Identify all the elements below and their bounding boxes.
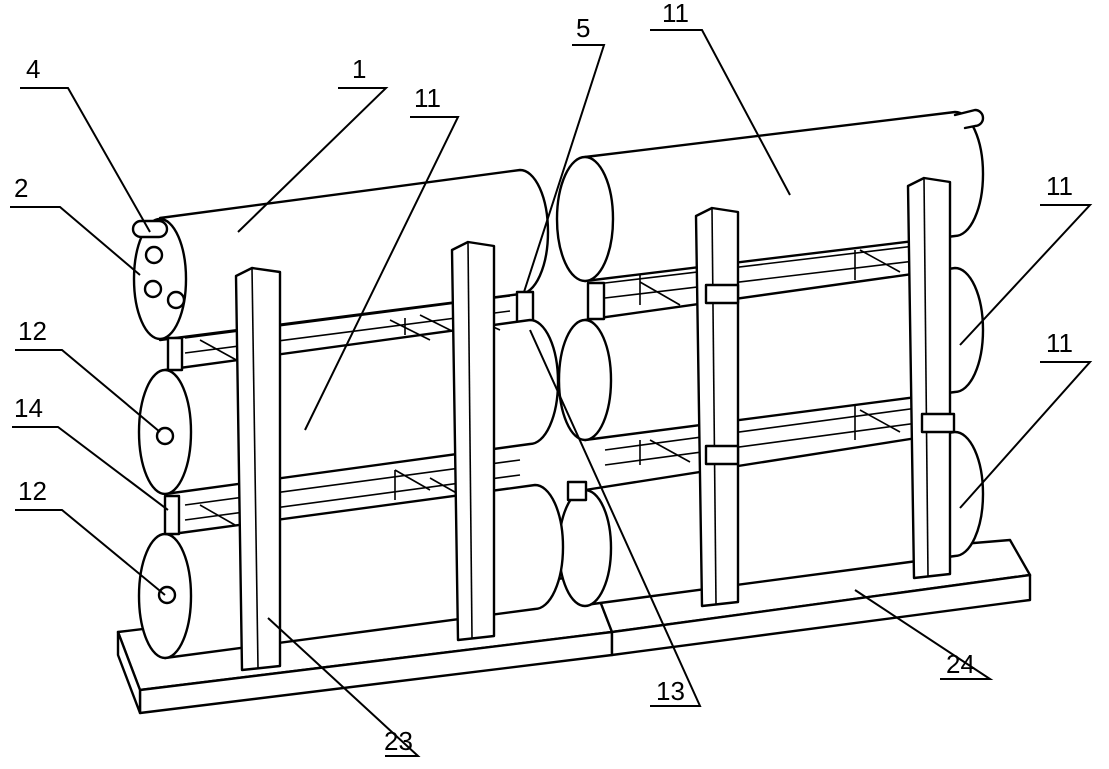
post-2: [450, 240, 496, 642]
label-13: 13: [656, 676, 685, 706]
post-4: [906, 176, 956, 580]
label-5: 5: [576, 13, 590, 43]
leader-lines: [10, 29, 1093, 757]
label-11-mid-right: 11: [1046, 171, 1073, 201]
label-23: 23: [384, 726, 413, 756]
label-14: 14: [14, 393, 43, 423]
label-4: 4: [26, 54, 40, 84]
label-12-bot: 12: [18, 476, 47, 506]
label-11-mid-left: 11: [414, 83, 441, 113]
label-11-bot-right: 11: [1046, 328, 1073, 358]
label-2: 2: [14, 173, 28, 203]
label-12-mid: 12: [18, 316, 47, 346]
post-1: [234, 266, 282, 672]
cylinder-bot-right: [557, 430, 985, 608]
cylinder-top-right: [555, 108, 985, 283]
label-11-top-right: 11: [662, 0, 689, 28]
reference-labels: 4 1 2 11 5 11 11 11 11 12 14 12 23 13 24: [14, 0, 1073, 756]
label-24: 24: [946, 649, 975, 679]
post-3: [694, 206, 740, 608]
label-1: 1: [352, 54, 366, 84]
